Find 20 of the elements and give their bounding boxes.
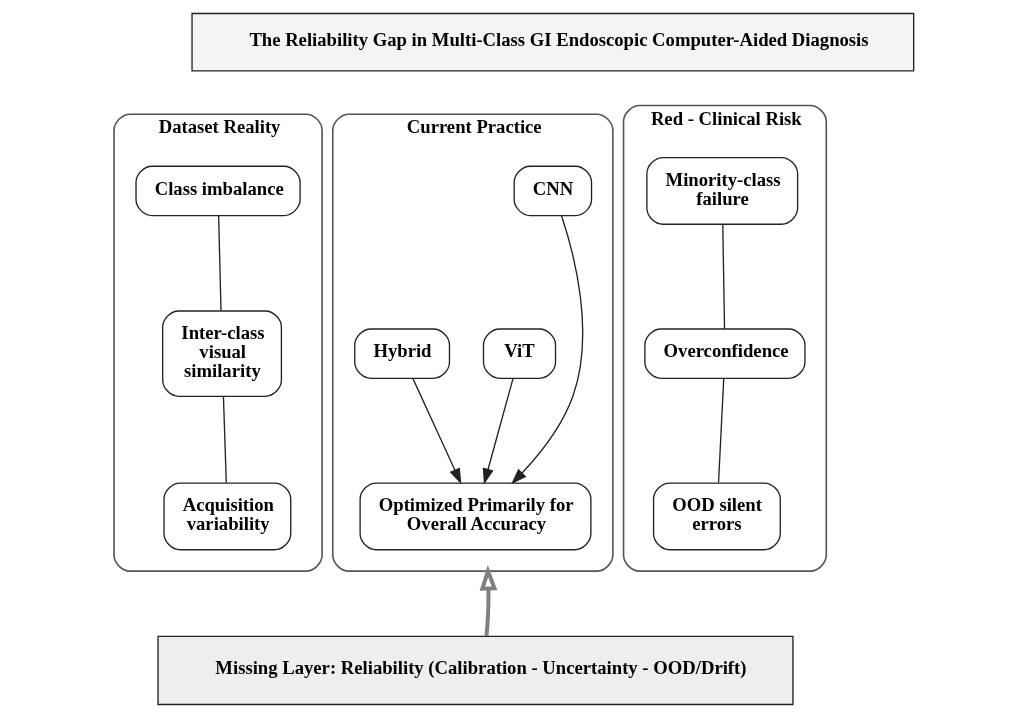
arrow <box>479 565 497 637</box>
connector <box>217 215 222 312</box>
node-box: Minority-class failure <box>645 156 798 225</box>
arrow <box>510 215 583 485</box>
node-box: Optimized Primarily for Overall Accuracy <box>358 482 592 551</box>
connector <box>717 377 724 484</box>
node-box: Class imbalance <box>134 165 301 217</box>
node-box: Acquisition variability <box>162 482 291 551</box>
node-box: Inter-class visual similarity <box>161 310 282 397</box>
node-box: CNN <box>513 165 592 217</box>
connector <box>721 224 725 330</box>
arrow <box>411 377 461 485</box>
node-box: Hybrid <box>353 328 450 379</box>
node-box: The Reliability Gap in Multi-Class GI Endoscopic Computer-Aided Diagnosis <box>190 12 914 72</box>
connector <box>222 395 227 484</box>
node-box: Overconfidence <box>643 328 806 379</box>
node-box: OOD silent errors <box>652 482 781 551</box>
node-box: Missing Layer: Reliability (Calibration - Uncertainty - OOD/Drift) <box>156 635 794 706</box>
node-box: ViT <box>482 328 556 379</box>
arrow <box>482 377 514 485</box>
